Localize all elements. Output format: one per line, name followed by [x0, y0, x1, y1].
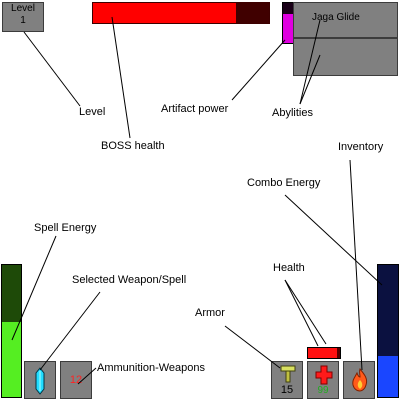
- health-value: 99: [317, 385, 329, 396]
- level-leader-line: [23, 31, 81, 107]
- inventory-leader-line: [349, 159, 363, 371]
- ability-name: Jaga Glide: [312, 12, 360, 23]
- health-fill: [308, 348, 337, 358]
- label-inventory: Inventory: [338, 141, 384, 153]
- label-spell-energy: Spell Energy: [34, 222, 97, 234]
- label-boss-health: BOSS health: [101, 140, 165, 152]
- red-cross-icon: [315, 365, 333, 385]
- spell-energy-fill: [2, 321, 21, 397]
- armor-slot[interactable]: 15: [271, 361, 303, 399]
- label-level: Level: [79, 106, 106, 118]
- label-armor: Armor: [195, 307, 225, 319]
- ammunition-slot[interactable]: 12: [60, 361, 92, 399]
- ability-slot-1[interactable]: Jaga Glide: [293, 2, 398, 38]
- weapon-leader-line: [39, 291, 101, 371]
- label-abilities: Abylities: [272, 107, 313, 119]
- label-selected-weapon: Selected Weapon/Spell: [72, 274, 187, 286]
- artifact-leader-line: [231, 39, 286, 101]
- label-ammunition: Ammunition-Weapons: [97, 362, 206, 374]
- selected-weapon-slot[interactable]: [24, 361, 56, 399]
- health-leader-line-1: [284, 279, 319, 347]
- ability-slot-2[interactable]: [293, 38, 398, 76]
- label-health: Health: [273, 262, 305, 274]
- level-title: Level: [11, 3, 35, 14]
- health-bar: [307, 347, 341, 359]
- health-slot[interactable]: 99: [307, 361, 339, 399]
- health-leader-line-2: [284, 279, 327, 345]
- crystal-wand-icon: [35, 367, 45, 395]
- artifact-power-fill: [283, 14, 293, 43]
- armor-value: 15: [280, 384, 294, 396]
- level-value: 1: [20, 15, 26, 26]
- spell-energy-bar: [1, 264, 22, 398]
- boss-health-bar: [92, 2, 270, 24]
- flame-gem-icon: [352, 368, 368, 392]
- hammer-icon: [280, 365, 296, 383]
- combo-energy-fill: [378, 356, 398, 397]
- inventory-slot[interactable]: [343, 361, 375, 399]
- label-artifact-power: Artifact power: [161, 103, 229, 115]
- ammunition-count: 12: [69, 374, 83, 386]
- label-combo-energy: Combo Energy: [247, 177, 321, 189]
- combo-energy-bar: [377, 264, 399, 398]
- boss-leader-line: [111, 16, 131, 139]
- level-indicator: Level 1: [2, 2, 44, 32]
- boss-health-fill: [93, 3, 236, 23]
